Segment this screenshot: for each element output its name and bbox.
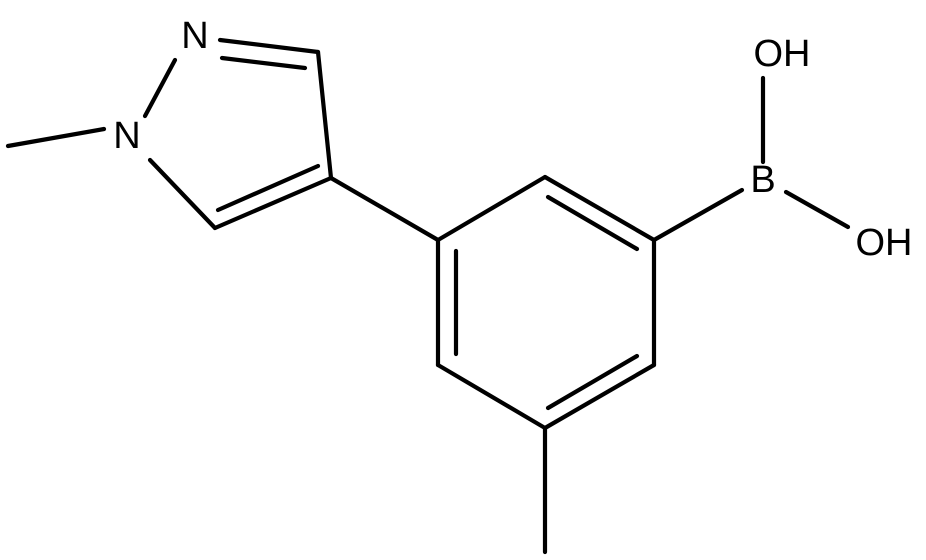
bond-c4-c5-inner (215, 163, 321, 213)
atom-n-pyrazole: N (181, 15, 208, 57)
bond-pyrazole-benzene (328, 175, 441, 243)
bond-benz-a (435, 174, 548, 243)
atom-oh-right: OH (856, 222, 913, 264)
bonds (5, 37, 851, 555)
atom-labels: N N B OH OH (113, 15, 912, 264)
bond-benz-b (542, 174, 657, 243)
bond-benz-b-inner (545, 194, 640, 252)
bond-benz-d (542, 362, 657, 431)
atom-boron: B (750, 159, 775, 201)
bond-benz-e (435, 362, 548, 431)
atom-oh-top: OH (754, 33, 811, 75)
bond-c4-c5 (212, 175, 334, 231)
atom-n-methyl: N (113, 115, 140, 157)
bond-c3-c4 (315, 49, 334, 181)
bond-n1-n2 (142, 57, 178, 119)
bond-n2-c3 (217, 37, 321, 55)
bond-methyl-n (5, 126, 107, 149)
bond-boron-oh-right (783, 189, 851, 230)
bond-benz-d-inner (545, 353, 640, 411)
bond-c5-n1 (147, 157, 218, 231)
bond-benzene-boron (651, 187, 745, 243)
bond-n2-c3-inner (219, 55, 308, 71)
